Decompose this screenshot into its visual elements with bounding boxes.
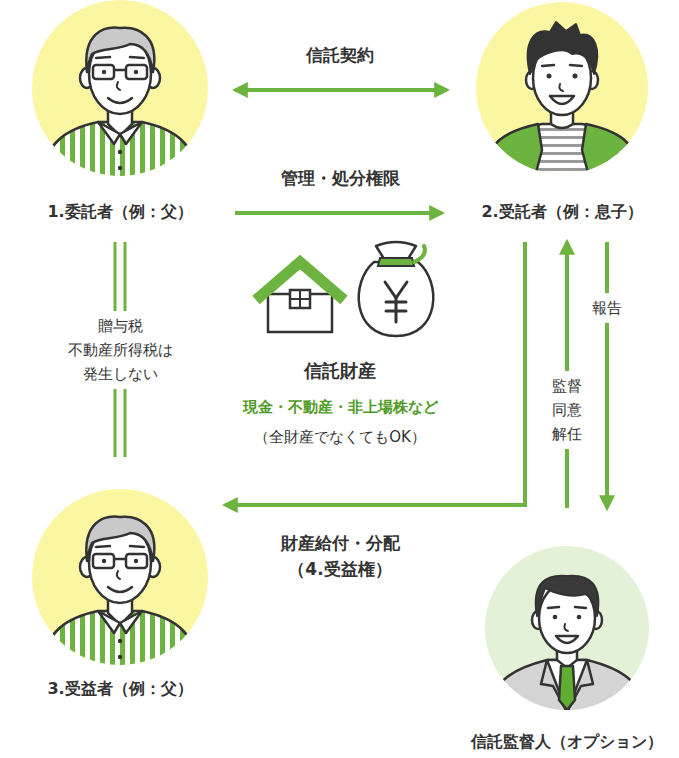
node-title: 3.受益者（例：父） <box>47 679 192 699</box>
authority-arrow <box>235 211 442 215</box>
money-bag-icon-part <box>386 301 406 304</box>
son-figure-part <box>480 22 644 188</box>
node-title: 信託監督人（オプション） <box>471 732 663 752</box>
money-bag-icon-part <box>414 246 425 262</box>
benefit-arrow <box>225 242 525 505</box>
money-bag-icon-part <box>385 282 407 298</box>
son-figure-part-part <box>480 124 542 188</box>
supervisor-figure-part-part <box>575 607 586 608</box>
house-icon <box>256 262 344 332</box>
trust-property-node: 信託財産現金・不動産・非上場株など （全財産でなくてもOK） <box>220 232 460 448</box>
father-figure <box>32 489 208 677</box>
supervisor-figure-part-part <box>577 615 582 620</box>
son-figure-part-part <box>480 124 644 188</box>
contract-arrow <box>235 88 447 92</box>
father-figure <box>32 0 208 188</box>
son-figure-part-part <box>550 96 574 104</box>
house-icon-part <box>268 294 332 332</box>
beneficiary-node: 3.受益者（例：父） <box>20 487 220 699</box>
settlor-node: 1.委託者（例：父） <box>20 0 220 222</box>
edge-label: 報告 <box>583 293 631 323</box>
supervisor-figure-part-part <box>553 615 558 620</box>
edge-label: 信託契約 <box>306 42 374 68</box>
node-title: 1.委託者（例：父） <box>47 202 192 222</box>
house-icon-part <box>256 262 344 300</box>
son-figure-part-part <box>547 74 552 79</box>
money-bag-icon <box>359 242 434 336</box>
edge-label: 監督 同意 解任 <box>543 371 591 449</box>
money-bag-icon-part <box>378 258 414 266</box>
edge-label: 管理・処分権限 <box>281 165 400 191</box>
son-figure-part-part <box>528 22 598 74</box>
son-figure-part-part <box>573 74 578 79</box>
node-note: 現金・不動産・非上場株など <box>243 396 438 418</box>
supervisor-figure-part-part <box>485 660 649 728</box>
supervisor-figure <box>485 546 649 728</box>
supervisor-figure-part-part <box>536 576 599 616</box>
edge-label: 贈与税 不動産所得税は 発生しない <box>54 311 186 389</box>
money-bag-icon-part <box>359 262 434 336</box>
node-note: （全財産でなくてもOK） <box>254 426 426 448</box>
supervisor-figure-part-part <box>564 624 568 631</box>
supervisor-figure-part-part <box>556 636 578 643</box>
son-figure-part-part <box>570 65 582 66</box>
supervisor-figure-part-part <box>559 666 575 710</box>
house-icon-part <box>290 290 310 308</box>
son-figure-part-part <box>582 124 644 188</box>
node-title: 信託財産 <box>304 358 376 384</box>
edge-label: 財産給付・分配 （4.受益権） <box>265 530 415 582</box>
supervisor-figure-part <box>485 576 649 728</box>
house-icon-part <box>290 298 310 300</box>
supervisor-node: 信託監督人（オプション） <box>457 546 677 752</box>
son-figure-part-part <box>542 65 554 66</box>
report-arrow <box>605 242 609 508</box>
node-title: 2.受託者（例：息子） <box>481 202 642 222</box>
supervisor-figure-part-part <box>548 607 559 608</box>
money-bag-icon-part <box>386 310 406 313</box>
son-figure <box>476 2 648 188</box>
trustee-node: 2.受託者（例：息子） <box>462 0 662 222</box>
son-figure-part-part <box>559 84 563 91</box>
